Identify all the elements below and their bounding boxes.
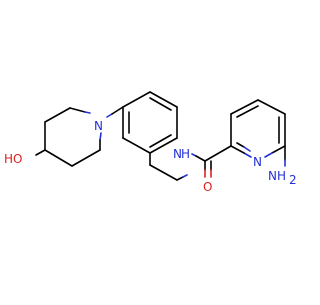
pyridine-n-label: N — [253, 155, 262, 169]
bond — [230, 145, 245, 154]
pyridine-ring — [230, 99, 286, 158]
bond — [69, 107, 86, 113]
structure-canvas: HO N N H O — [4, 91, 297, 194]
bond — [182, 174, 188, 178]
bond — [84, 111, 91, 114]
bond — [264, 152, 273, 158]
bond — [44, 107, 71, 123]
amino-subscript: 2 — [289, 173, 297, 187]
molecule-diagram: HO N N H O — [4, 91, 297, 194]
bond — [195, 155, 206, 162]
bond — [271, 145, 286, 154]
bond — [243, 152, 252, 158]
benzene-ring — [122, 91, 178, 154]
bond — [122, 137, 151, 154]
bond — [149, 164, 178, 181]
bond — [176, 176, 184, 181]
bond — [99, 132, 102, 141]
bond — [149, 91, 178, 108]
bond — [236, 142, 245, 148]
bond — [106, 113, 113, 118]
bond — [71, 149, 101, 167]
carbonyl-o-label: O — [203, 180, 212, 194]
bond — [35, 149, 46, 156]
bond — [149, 97, 172, 111]
bond — [44, 149, 73, 167]
bond — [149, 134, 172, 148]
bond — [230, 99, 259, 115]
piperidine-ring — [44, 107, 102, 167]
amide-h-label: H — [181, 147, 190, 161]
bond — [236, 105, 259, 118]
amino-label: NH — [268, 169, 286, 183]
hydroxyl-label: HO — [4, 152, 22, 166]
bond — [122, 91, 151, 108]
bond — [257, 99, 286, 115]
piperidine-n-label: N — [94, 119, 103, 133]
bond — [111, 106, 124, 115]
bond — [149, 137, 178, 154]
bond — [204, 145, 232, 162]
amide-n-label: N — [173, 147, 182, 161]
bond — [243, 146, 251, 152]
